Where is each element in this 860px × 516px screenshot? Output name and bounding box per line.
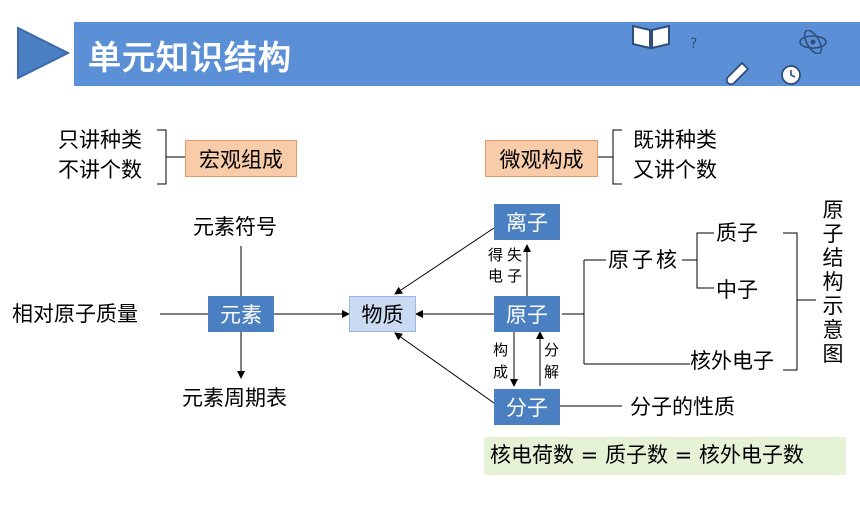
decompose-label: 分解: [544, 341, 560, 381]
atom-structure-diagram-label: 原子结构示意图: [822, 198, 844, 366]
matter-node: 物质: [349, 296, 416, 332]
ion-node: 离子: [494, 204, 560, 240]
nucleus-label: 原子核: [608, 248, 680, 272]
micro-line-2: 又讲个数: [633, 158, 717, 182]
atom-icon: [799, 30, 827, 54]
electron-label: 电子: [488, 267, 527, 285]
micro-composition-box: 微观构成: [485, 140, 598, 177]
gain-lose-label: 得失: [488, 246, 527, 264]
micro-line-1: 既讲种类: [633, 128, 717, 152]
molecule-node: 分子: [494, 389, 560, 425]
test-tube-icon: [725, 61, 750, 86]
macro-line-1: 只讲种类: [58, 128, 142, 152]
neutron-label: 中子: [716, 278, 758, 302]
relative-atomic-mass-label: 相对原子质量: [12, 302, 138, 326]
question-mark-icon: ?: [690, 36, 698, 52]
play-triangle-icon: [17, 26, 71, 80]
book-icon: [632, 24, 670, 50]
element-node: 元素: [208, 296, 274, 332]
formula-box: [484, 437, 846, 475]
formula-text: 核电荷数 = 质子数 = 核外电子数: [490, 443, 804, 467]
electrons-label: 核外电子: [690, 349, 774, 373]
page-title: 单元知识结构: [88, 38, 292, 77]
macro-composition-box: 宏观组成: [185, 140, 297, 177]
proton-label: 质子: [716, 221, 758, 245]
alarm-clock-icon: [781, 65, 801, 85]
molecule-property-label: 分子的性质: [630, 395, 735, 419]
periodic-table-label: 元素周期表: [182, 386, 287, 410]
macro-line-2: 不讲个数: [58, 158, 142, 182]
compose-label: 构成: [493, 341, 509, 381]
atom-node: 原子: [494, 296, 560, 332]
element-symbol-label: 元素符号: [193, 215, 277, 239]
